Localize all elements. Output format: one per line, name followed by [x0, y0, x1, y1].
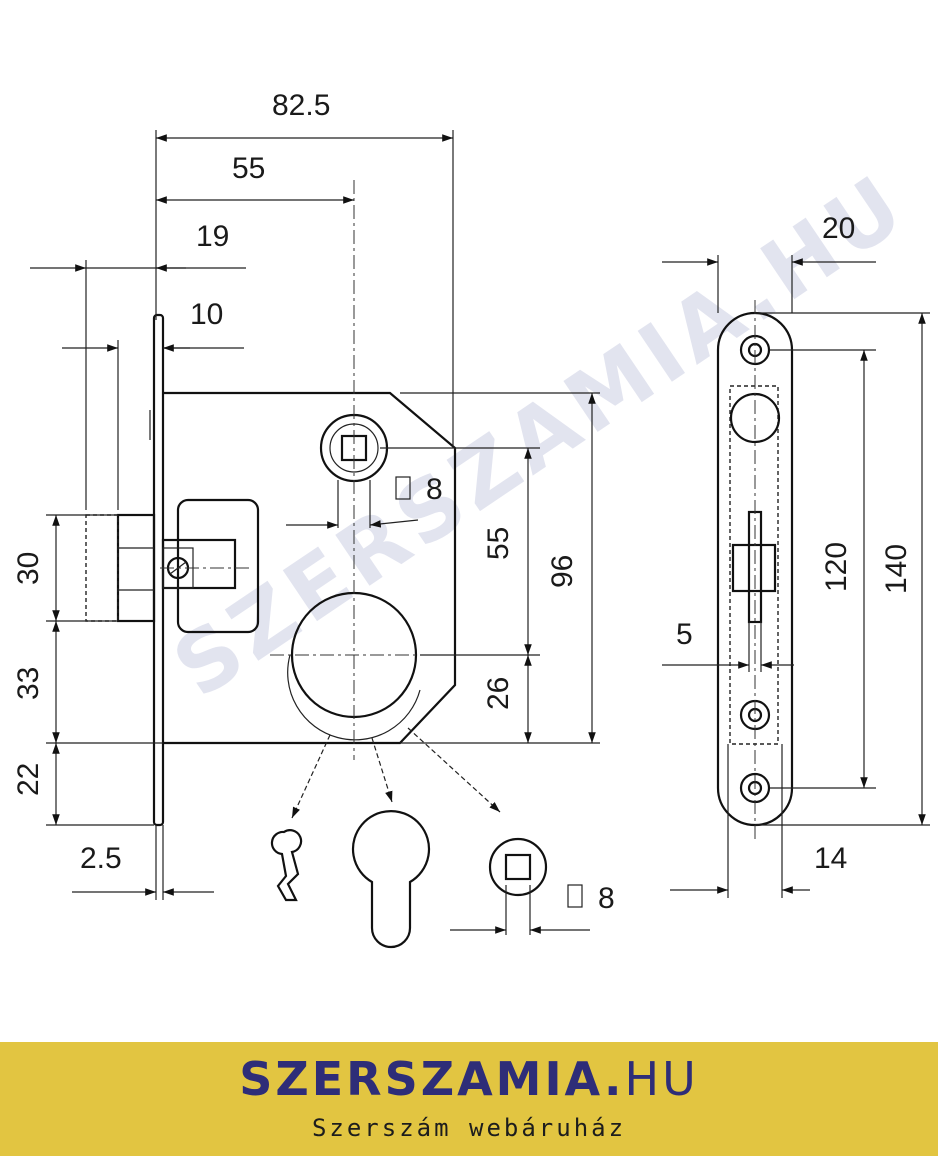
- dim-82-5: 82.5: [272, 89, 330, 122]
- faceplate-thickness-dim: 2.5: [72, 825, 214, 900]
- dim-120: 120: [820, 542, 853, 592]
- dim-96: 96: [546, 555, 579, 588]
- left-vertical-dimensions: 30 33 22: [12, 514, 163, 826]
- bolt-window: [176, 498, 260, 634]
- dim-55-side: 55: [482, 527, 515, 560]
- dim-8-spindle: 8: [426, 473, 443, 506]
- footer-banner: SZERSZAMIA.HU Szerszám webáruház: [0, 1042, 938, 1156]
- bolt: [116, 513, 156, 623]
- dim-5: 5: [676, 618, 693, 651]
- faceplate-side-view: 20 120 140 5 14: [662, 212, 930, 898]
- dim-20: 20: [822, 212, 855, 245]
- brand-logo[interactable]: SZERSZAMIA.HU: [239, 1056, 699, 1102]
- body-vertical-dimensions: 55 26 96: [380, 392, 600, 744]
- dim-55-top: 55: [232, 152, 265, 185]
- faceplate: [152, 313, 165, 827]
- dim-26: 26: [482, 677, 515, 710]
- dim-2-5: 2.5: [80, 842, 122, 875]
- square-spindle-hole: [488, 837, 548, 897]
- dim-33: 33: [12, 667, 45, 700]
- dim-22: 22: [12, 763, 45, 796]
- euro-cylinder-hole: [351, 810, 431, 949]
- lock-body: [85, 180, 457, 827]
- dim-14: 14: [814, 842, 847, 875]
- brand-tagline: Szerszám webáruház: [311, 1114, 627, 1142]
- top-dimensions: 82.5 55 19 10: [30, 89, 454, 510]
- lock-technical-drawing: SZERSZAMIA.HU: [12, 89, 930, 949]
- dim-19: 19: [196, 220, 229, 253]
- dim-30: 30: [12, 552, 45, 585]
- dim-140: 140: [880, 544, 913, 594]
- bit-key-hole: [270, 829, 303, 902]
- hole-variants: 8: [270, 727, 615, 949]
- lock-case: [163, 391, 457, 745]
- brand-tld: HU: [624, 1052, 699, 1106]
- spindle-note: 8: [286, 473, 443, 529]
- watermark-text: SZERSZAMIA.HU: [156, 155, 924, 717]
- dim-8-bottom: 8: [598, 882, 615, 915]
- dim-10: 10: [190, 298, 223, 331]
- brand-name: SZERSZAMIA.: [239, 1052, 625, 1106]
